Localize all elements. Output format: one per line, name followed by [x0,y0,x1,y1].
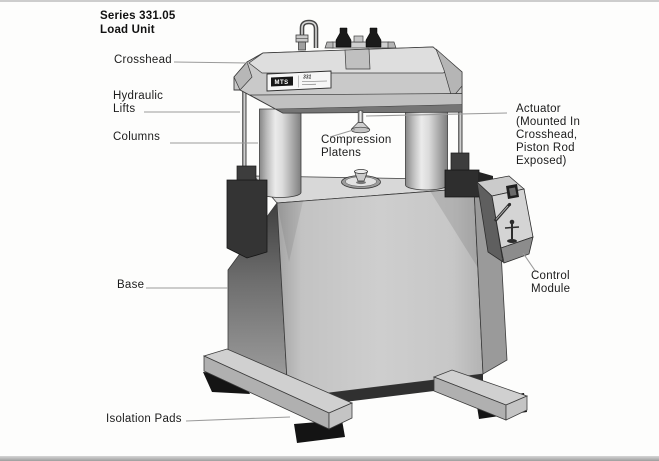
left-foot-beam [202,348,354,443]
scan-edge-top [0,0,659,2]
base-shading-top-left [277,201,303,262]
crosshead-leader-line [173,61,249,64]
nameplate-brand: MTS [275,80,289,86]
lower-compression-platen [341,169,381,189]
control-module-shape [476,175,534,264]
control-module-joystick [504,219,520,243]
control-module-lever [493,202,512,222]
crosshead-shape [233,46,463,114]
actuator-leader-line [365,112,508,117]
crosshead-manifold-caps [324,27,397,49]
right-column-shape [405,107,448,191]
isolation-pads-leader-line [185,416,291,422]
nameplate-model: 331 [303,75,312,81]
scan-edge-bottom [0,456,659,461]
base-shading-top-right [430,188,478,268]
crosshead-hose-fitting [295,19,319,51]
actuator-piston-rod [350,110,371,134]
control-module-leader-line [522,252,537,273]
crosshead-nameplate: MTS 331 [266,70,332,92]
label-base: Base [117,279,145,291]
right-foot-beam [432,369,529,421]
diagram-title: Series 331.05 Load Unit [100,10,176,36]
leader-lines [144,61,537,422]
label-control-module: Control Module [531,270,571,295]
label-actuator: Actuator (Mounted In Crosshead, Piston R… [516,103,581,167]
label-compression-platens: Compression Platens [321,134,392,159]
label-isolation-pads: Isolation Pads [106,413,182,425]
label-crosshead: Crosshead [114,54,172,66]
left-hydraulic-lift [226,87,268,259]
label-hydraulic-lifts: Hydraulic Lifts [113,90,164,115]
compression-platens-leader-line [329,128,356,138]
label-columns: Columns [113,131,161,143]
